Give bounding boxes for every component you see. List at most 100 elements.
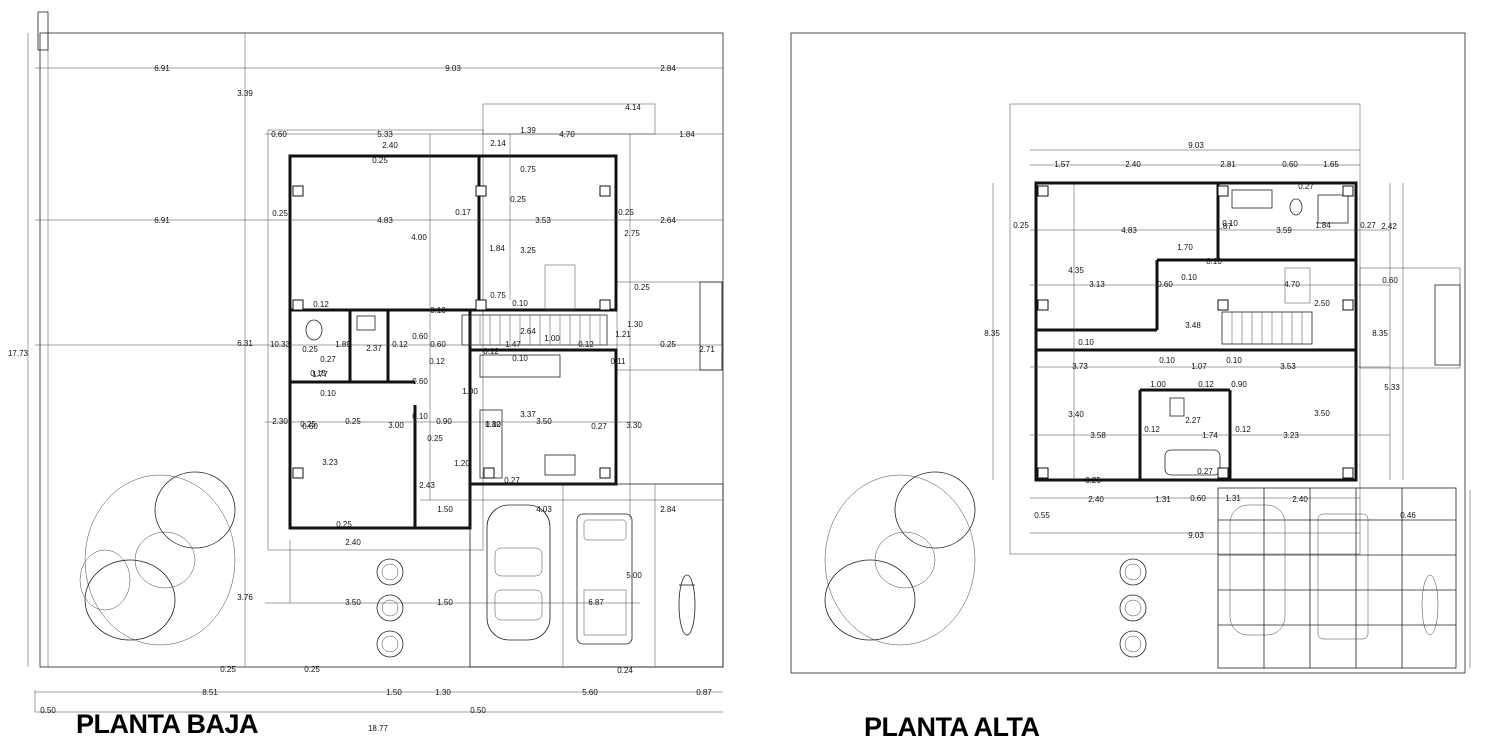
- dimension-label: 3.59: [1276, 226, 1292, 235]
- tree-alta-icon: [824, 471, 976, 646]
- dimension-label: 6.31: [237, 339, 253, 348]
- dimension-label: 0.50: [40, 706, 56, 715]
- planta-alta-title: PLANTA ALTA: [864, 712, 1039, 738]
- living-room-walls: [288, 154, 618, 312]
- stairs: [461, 264, 608, 346]
- dimension-label: 1.50: [437, 505, 453, 514]
- dimension-label: 1.20: [454, 459, 470, 468]
- dimension-label: 1.84: [1315, 221, 1331, 230]
- dimension-label: 0.17: [455, 208, 471, 217]
- dimension-label: 3.50: [1314, 409, 1330, 418]
- dimension-label: 0.60: [271, 130, 287, 139]
- toilet-alta-icon: [1289, 198, 1303, 216]
- dimension-label: 3.00: [388, 421, 404, 430]
- dimension-label: 0.60: [1382, 276, 1398, 285]
- dimension-label: 1.89: [335, 340, 351, 349]
- structural-columns: [292, 185, 611, 479]
- dimension-label: 0.25: [302, 345, 318, 354]
- dimension-label: 3.25: [520, 246, 536, 255]
- dimension-label: 5.00: [626, 571, 642, 580]
- dimension-label: 0.12: [392, 340, 408, 349]
- dimension-label: 0.10: [1181, 273, 1197, 282]
- dimension-label: 0.12: [313, 300, 329, 309]
- dimension-label: 0.60: [1282, 160, 1298, 169]
- dimension-label: 0.25: [1013, 221, 1029, 230]
- garage: [469, 483, 724, 668]
- dimension-label: 0.60: [412, 377, 428, 386]
- shrub-icons: [376, 558, 404, 658]
- dimension-label: 0.27: [504, 476, 520, 485]
- dimension-label: 1.21: [615, 330, 631, 339]
- dimension-label: 2.37: [366, 344, 382, 353]
- dimension-label: 0.60: [1190, 494, 1206, 503]
- dimension-label: 0.27: [591, 422, 607, 431]
- dimension-label: 1.70: [1177, 243, 1193, 252]
- dimension-label: 9.03: [1188, 531, 1204, 540]
- dimension-label: 2.71: [699, 345, 715, 354]
- motorcycle-icon: [678, 574, 696, 636]
- structural-columns-alta: [1037, 185, 1354, 479]
- dimension-label: 2.40: [345, 538, 361, 547]
- dimension-label: 0.10: [320, 389, 336, 398]
- dimension-label: 0.25: [427, 434, 443, 443]
- dimension-label: 4.70: [1284, 280, 1300, 289]
- dimension-lines-alta: [992, 149, 1471, 668]
- dimension-label: 3.50: [536, 417, 552, 426]
- dimension-label: 0.55: [1034, 511, 1050, 520]
- dimension-label: 1.87: [1216, 222, 1232, 231]
- dimension-label: 0.12: [485, 420, 501, 429]
- dimension-label: 3.73: [1072, 362, 1088, 371]
- dimension-label: 1.00: [544, 334, 560, 343]
- double-sink-icon: [1231, 189, 1273, 209]
- shrub-icons-alta: [1119, 558, 1147, 658]
- dimension-label: 0.12: [1235, 425, 1251, 434]
- dimension-label: 3.39: [237, 89, 253, 98]
- dimension-label: 4.14: [625, 103, 641, 112]
- dimension-label: 1.84: [679, 130, 695, 139]
- tree-icon: [79, 471, 236, 646]
- dimension-label: 1.47: [505, 340, 521, 349]
- dimension-label: 1.07: [1191, 362, 1207, 371]
- dimension-label: 0.25: [272, 209, 288, 218]
- dimension-label: 0.10: [412, 412, 428, 421]
- dimension-label: 3.23: [322, 458, 338, 467]
- dimension-label: 3.13: [1089, 280, 1105, 289]
- toilet-icon: [305, 319, 323, 341]
- dimension-label: 5.60: [582, 688, 598, 697]
- dimension-label: 4.00: [411, 233, 427, 242]
- dimension-label: 2.43: [419, 481, 435, 490]
- dimension-label: 1.74: [1202, 431, 1218, 440]
- dimension-label: 2.40: [1292, 495, 1308, 504]
- dimension-label: 2.84: [660, 64, 676, 73]
- dimension-label: 0.12: [1198, 380, 1214, 389]
- dimension-label: 0.60: [430, 340, 446, 349]
- dimension-label: 10.33: [270, 340, 291, 349]
- lot-boundary: [39, 32, 724, 668]
- dimension-label: 3.76: [237, 593, 253, 602]
- bathtub-icon: [1164, 449, 1221, 476]
- dimension-label: 0.10: [1206, 257, 1222, 266]
- dimension-label: 9.03: [1188, 141, 1204, 150]
- dimension-label: 3.53: [535, 216, 551, 225]
- dimension-label: 1.50: [437, 598, 453, 607]
- dimension-label: 0.25: [372, 156, 388, 165]
- dimension-label: 1.31: [1225, 494, 1241, 503]
- dimension-label: 2.84: [660, 505, 676, 514]
- planta-baja-plan: [27, 11, 724, 713]
- dimension-label: 0.27: [1298, 182, 1314, 191]
- dimension-label: 0.25: [300, 420, 316, 429]
- dimension-label: 0.12: [483, 347, 499, 356]
- shower-icon: [1317, 194, 1349, 224]
- dimension-label: 2.64: [520, 327, 536, 336]
- dimension-label: 1.50: [386, 688, 402, 697]
- dimension-label: 0.90: [436, 417, 452, 426]
- dimension-label: 18.77: [368, 724, 389, 733]
- dimension-label: 8.35: [984, 329, 1000, 338]
- dimension-label: 8.35: [1372, 329, 1388, 338]
- dimension-label: 6.87: [588, 598, 604, 607]
- dimension-label: 0.25: [660, 340, 676, 349]
- dimension-label: 0.25: [345, 417, 361, 426]
- planta-baja-title: PLANTA BAJA: [76, 709, 258, 738]
- dimension-label: 3.53: [1280, 362, 1296, 371]
